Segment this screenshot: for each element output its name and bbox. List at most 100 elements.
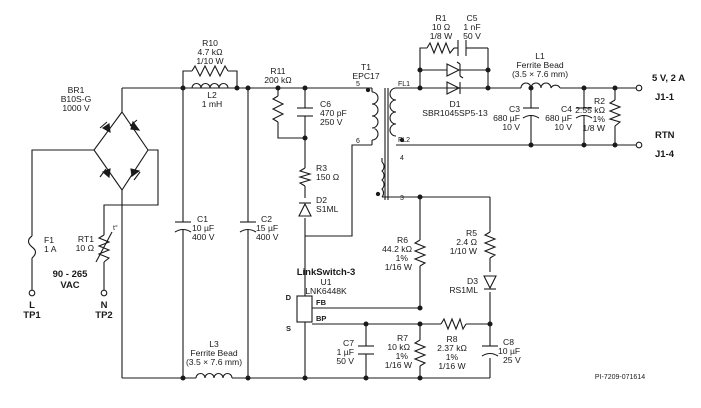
br1-part: B10S-G (61, 94, 92, 104)
r6-power: 1/16 W (385, 262, 413, 272)
r3-ref: R3 (316, 163, 327, 173)
r2-power: 1/8 W (583, 123, 606, 133)
r6-ref: R6 (397, 235, 408, 245)
rt1-value: 10 Ω (76, 243, 95, 253)
c5-ref: C5 (467, 13, 478, 23)
r3-resistor: R3 150 Ω (298, 163, 340, 187)
r11-ref: R11 (270, 66, 285, 76)
u1-ref: U1 (321, 277, 332, 287)
u1-pin-d: D (286, 293, 292, 302)
c6-capacitor: C6 470 pF 250 V (297, 99, 347, 127)
r7-value: 10 kΩ (387, 342, 410, 352)
output-connector: 5 V, 2 A J1-1 RTN J1-4 (635, 73, 685, 160)
c6-value: 470 pF (320, 108, 347, 118)
u1-pin-bp: BP (316, 314, 326, 323)
l1-ferrite-bead: L1 Ferrite Bead (3.5 × 7.6 mm) (512, 51, 568, 89)
r7-power: 1/16 W (385, 360, 413, 370)
l3-ref: L3 (209, 339, 219, 349)
l2-inductor: L2 1 mH (191, 82, 229, 109)
r6-tolerance: 1% (396, 253, 409, 263)
c7-value: 1 µF (337, 347, 354, 357)
c2-capacitor: C2 15 µF 400 V (239, 214, 279, 244)
t1-pin6: 6 (356, 138, 360, 145)
t1-fl1: FL1 (398, 81, 410, 88)
r7-tolerance: 1% (396, 351, 409, 361)
r1-power: 1/8 W (430, 31, 453, 41)
u1-pin-s: S (286, 324, 291, 333)
u1-part: LNK6448K (305, 286, 347, 296)
c3-capacitor: C3 680 µF 10 V (493, 104, 540, 132)
r11-resistor: R11 200 kΩ (264, 66, 292, 123)
c6-ref: C6 (320, 99, 331, 109)
r1-resistor: R1 10 Ω 1/8 W (426, 13, 455, 55)
c5-value: 1 nF (463, 22, 480, 32)
output-pin-j1-4: J1-4 (655, 149, 675, 160)
r8-power: 1/16 W (438, 361, 466, 371)
l1-ref: L1 (535, 51, 545, 61)
c1-capacitor: C1 10 µF 400 V (174, 214, 215, 244)
r10-ref: R10 (202, 38, 218, 48)
r2-tolerance: 1% (593, 114, 606, 124)
l2-ref: L2 (207, 90, 217, 100)
d1-part: SBR1045SP5-13 (422, 108, 488, 118)
u1-controller-ic: LinkSwitch-3 U1 LNK6448K D S FB BP (286, 267, 356, 333)
t1-pin4: 4 (400, 155, 404, 162)
tp2-label: TP2 (95, 310, 112, 321)
line-label: L (29, 300, 35, 311)
u1-pin-fb: FB (316, 298, 327, 307)
t1-transformer: T1 EPC17 5 6 4 3 FL1 FL2 (352, 62, 410, 202)
r1-value: 10 Ω (432, 22, 451, 32)
c2-value: 15 µF (256, 223, 278, 233)
rt1-symbol: t° (113, 224, 118, 232)
l2-value: 1 mH (202, 99, 223, 109)
c3-value: 680 µF (493, 113, 520, 123)
r5-ref: R5 (466, 228, 477, 238)
r7-resistor: R7 10 kΩ 1% 1/16 W (385, 333, 427, 370)
r5-value: 2.4 Ω (456, 237, 477, 247)
document-id: PI-7209-071614 (595, 374, 645, 381)
br1-bridge-rectifier: BR1 B10S-G 1000 V (61, 85, 149, 191)
l1-size: (3.5 × 7.6 mm) (512, 69, 568, 79)
l1-type: Ferrite Bead (516, 60, 564, 70)
d2-part: S1ML (316, 204, 339, 214)
d1-ref: D1 (450, 99, 461, 109)
output-voltage-label: 5 V, 2 A (652, 73, 685, 84)
d3-diode: D3 RS1ML (449, 275, 497, 295)
tp1-label: TP1 (23, 310, 41, 321)
l3-size: (3.5 × 7.6 mm) (186, 357, 242, 367)
t1-pin3: 3 (400, 195, 404, 202)
r2-value: 2.55 kΩ (575, 105, 605, 115)
rt1-ref: RT1 (78, 234, 94, 244)
f1-ref: F1 (44, 235, 54, 245)
c2-ref: C2 (261, 214, 272, 224)
u1-family: LinkSwitch-3 (297, 267, 356, 278)
d3-ref: D3 (467, 276, 478, 286)
d2-ref: D2 (316, 195, 327, 205)
r10-value: 4.7 kΩ (197, 47, 223, 57)
c8-value: 10 µF (498, 346, 520, 356)
t1-fl2: FL2 (398, 137, 410, 144)
r6-value: 44.2 kΩ (382, 244, 412, 254)
t1-pin5: 5 (356, 81, 360, 88)
rt1-thermistor: t° RT1 10 Ω (76, 224, 118, 263)
r8-ref: R8 (447, 334, 458, 344)
r6-resistor: R6 44.2 kΩ 1% 1/16 W (382, 235, 427, 272)
c6-voltage: 250 V (320, 117, 343, 127)
t1-ref: T1 (361, 62, 371, 72)
l3-ferrite-bead: L3 Ferrite Bead (3.5 × 7.6 mm) (186, 339, 242, 379)
c1-voltage: 400 V (192, 232, 215, 242)
r5-power: 1/10 W (450, 246, 478, 256)
c4-ref: C4 (561, 104, 572, 114)
r7-ref: R7 (397, 333, 408, 343)
c5-voltage: 50 V (463, 31, 481, 41)
f1-fuse: F1 1 A (27, 235, 57, 259)
input-connector: L TP1 N TP2 90 - 265 VAC (23, 269, 112, 321)
input-range-label: 90 - 265 (53, 269, 89, 280)
r8-resistor: R8 2.37 kΩ 1% 1/16 W (437, 317, 467, 371)
input-unit-label: VAC (60, 280, 79, 291)
r10-power: 1/10 W (196, 56, 224, 66)
d2-diode: D2 S1ML (298, 195, 339, 217)
r8-tolerance: 1% (446, 352, 459, 362)
r5-resistor: R5 2.4 Ω 1/10 W (450, 228, 497, 259)
c1-ref: C1 (197, 214, 208, 224)
